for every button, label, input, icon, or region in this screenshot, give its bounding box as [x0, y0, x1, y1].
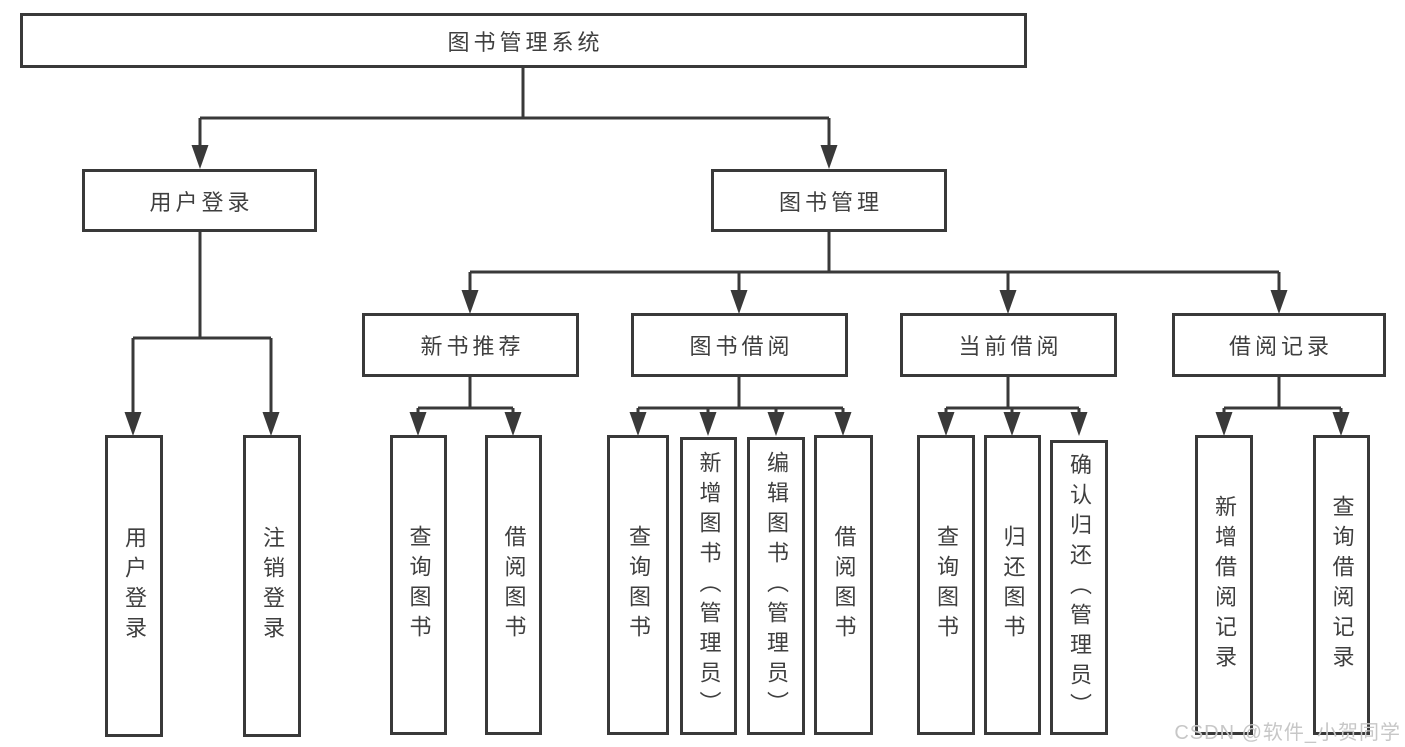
- leaf-confirm-return-admin: 确认归还（管理员）: [1050, 440, 1108, 735]
- leaf-user-login: 用户登录: [105, 435, 163, 737]
- node-borrowing-records: 借阅记录: [1172, 313, 1386, 377]
- node-label: 新增借阅记录: [1212, 495, 1237, 675]
- node-label: 编辑图书（管理员）: [764, 451, 789, 721]
- leaf-query-books-borrow: 查询图书: [607, 435, 669, 735]
- node-label: 查询借阅记录: [1329, 495, 1355, 675]
- node-book-borrowing: 图书借阅: [631, 313, 848, 377]
- node-user-login: 用户登录: [82, 169, 317, 232]
- node-label: 确认归还（管理员）: [1067, 452, 1092, 723]
- leaf-query-books-recommend: 查询图书: [390, 435, 447, 735]
- leaf-query-books-current: 查询图书: [917, 435, 975, 735]
- node-label: 查询图书: [406, 525, 432, 645]
- leaf-borrow-books: 借阅图书: [814, 435, 873, 735]
- node-label: 归还图书: [1000, 525, 1026, 645]
- csdn-watermark: CSDN @软件_小贺同学: [1174, 722, 1401, 744]
- node-label: 借阅图书: [501, 525, 527, 645]
- node-label: 用户登录: [122, 526, 147, 646]
- node-current-borrowing: 当前借阅: [900, 313, 1117, 377]
- node-label: 查询图书: [626, 525, 651, 645]
- leaf-logout: 注销登录: [243, 435, 301, 737]
- node-root-library-system: 图书管理系统: [20, 13, 1027, 68]
- node-label: 新增图书（管理员）: [696, 451, 722, 721]
- node-book-management: 图书管理: [711, 169, 947, 232]
- leaf-return-books: 归还图书: [984, 435, 1041, 735]
- leaf-borrow-books-recommend: 借阅图书: [485, 435, 542, 735]
- node-label: 借阅图书: [831, 525, 857, 645]
- leaf-query-borrow-record: 查询借阅记录: [1313, 435, 1370, 735]
- leaf-edit-books-admin: 编辑图书（管理员）: [747, 437, 805, 735]
- node-label: 注销登录: [260, 526, 285, 646]
- leaf-add-books-admin: 新增图书（管理员）: [680, 437, 737, 735]
- node-label: 查询图书: [934, 525, 959, 645]
- leaf-add-borrow-record: 新增借阅记录: [1195, 435, 1253, 735]
- node-new-book-recommend: 新书推荐: [362, 313, 579, 377]
